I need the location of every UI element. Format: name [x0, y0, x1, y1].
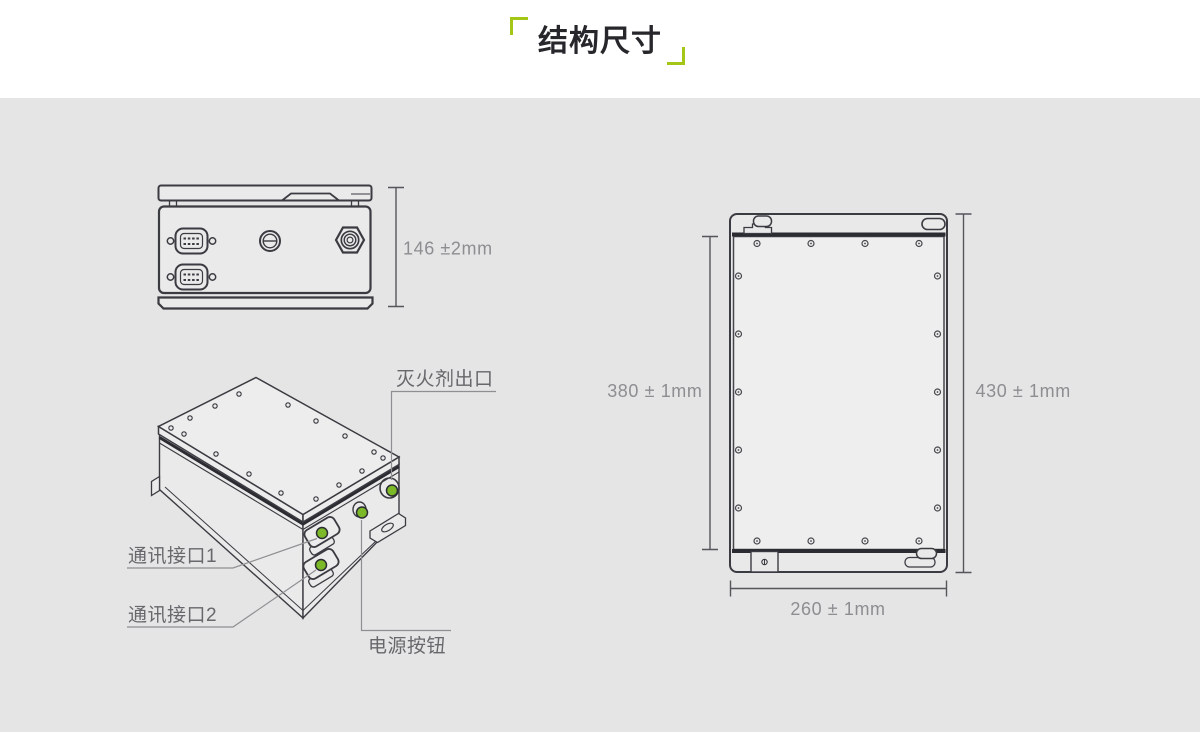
iso-skirt-line	[164, 486, 304, 611]
lid-bump-line	[281, 192, 340, 202]
front-view-base-strip	[157, 296, 374, 310]
dimension-width-260: 260 ± 1mm	[729, 580, 948, 619]
screw-icon	[933, 446, 942, 454]
front-view-lid	[157, 184, 373, 202]
screw-icon	[807, 537, 815, 545]
title-bracket-top-left-icon	[510, 17, 528, 35]
iso-top-face	[156, 376, 401, 516]
hex-nut-connector-icon	[334, 226, 366, 254]
dimension-430-label: 430 ± 1mm	[976, 381, 1071, 401]
iso-view: 灭火剂出口 通讯接口1 通讯接口2 电源按钮	[127, 368, 496, 657]
dimension-inner-height-380: 380 ± 1mm	[607, 235, 718, 551]
screw-icon	[915, 537, 923, 545]
callout-fire-outlet: 灭火剂出口	[390, 368, 496, 480]
front-view: 146 ±2mm	[157, 184, 493, 310]
screw-icon	[734, 388, 743, 396]
screw-icon	[933, 504, 942, 512]
comm-connector-2-icon	[166, 263, 217, 291]
iso-comm-connector-2	[302, 548, 340, 588]
header: 结构尺寸	[0, 0, 1200, 98]
callout-power-button: 电源按钮	[360, 520, 451, 657]
screw-icon	[807, 239, 815, 248]
lid-tabs	[168, 200, 360, 207]
top-view: 380 ± 1mm 430 ± 1mm 260 ± 1mm	[607, 213, 1071, 619]
comm-connector-1-icon	[166, 227, 217, 255]
screw-icon	[933, 272, 942, 280]
comm-port-1-leader-line	[127, 537, 318, 569]
top-view-panel	[732, 235, 945, 551]
callout-comm-port-1: 通讯接口1	[127, 537, 318, 569]
screw-icon	[861, 537, 869, 545]
screw-icon	[753, 537, 761, 545]
fire-outlet-indicator-icon	[385, 484, 399, 497]
comm-port-2-label: 通讯接口2	[128, 604, 217, 626]
page-title: 结构尺寸	[538, 25, 662, 58]
dimension-380-label: 380 ± 1mm	[607, 381, 702, 401]
power-button-indicator-icon	[355, 506, 369, 519]
screw-icon	[734, 272, 743, 280]
screw-icon	[861, 239, 869, 248]
power-button-label: 电源按钮	[368, 635, 446, 657]
top-right-slot-icon	[921, 217, 946, 231]
dimension-outer-height-430: 430 ± 1mm	[955, 213, 1071, 574]
fire-outlet-label: 灭火剂出口	[396, 368, 494, 390]
screw-icon	[734, 446, 743, 454]
flange-hole	[381, 522, 394, 533]
screw-icon	[933, 330, 942, 338]
screw-icon	[933, 388, 942, 396]
top-left-latch-icon	[743, 215, 773, 235]
comm-port-2-indicator-icon	[314, 558, 328, 572]
slotted-screw-icon	[259, 230, 281, 252]
fire-outlet-leader-line	[390, 390, 496, 480]
lid-seam-thick	[158, 436, 400, 526]
iso-skirt-line-end	[302, 540, 377, 611]
iso-power-button	[352, 501, 369, 519]
bottom-right-latch-icon	[904, 547, 938, 568]
screw-icon	[734, 504, 743, 512]
callout-comm-port-2: 通讯接口2	[127, 569, 317, 628]
iso-fire-outlet	[379, 477, 400, 499]
screw-icon	[734, 330, 743, 338]
screw-icon	[915, 239, 923, 248]
dimension-260-label: 260 ± 1mm	[790, 599, 885, 619]
iso-left-flange	[150, 475, 161, 497]
iso-right-flange	[369, 512, 407, 544]
lid-seam-thin	[159, 442, 400, 531]
title-block: 结构尺寸	[510, 17, 685, 65]
dimension-height-146: 146 ±2mm	[388, 186, 493, 308]
comm-port-2-leader-line	[127, 569, 317, 628]
screw-icon	[753, 239, 761, 248]
comm-port-1-label: 通讯接口1	[128, 545, 217, 567]
dimension-146-label: 146 ±2mm	[403, 239, 493, 259]
title-bracket-bottom-right-icon	[667, 47, 685, 65]
comm-port-1-indicator-icon	[315, 526, 329, 540]
bottom-left-box	[750, 550, 779, 573]
power-button-leader-line	[360, 520, 451, 632]
